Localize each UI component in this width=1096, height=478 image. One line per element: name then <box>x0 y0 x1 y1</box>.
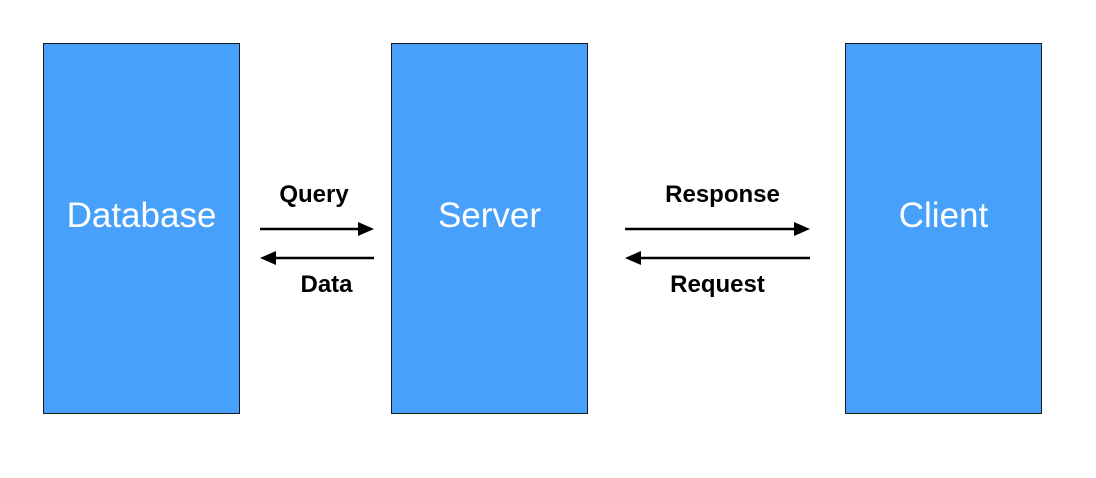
data-edge-label: Data <box>300 271 353 298</box>
server-node: Server <box>391 43 588 414</box>
request-arrow <box>625 251 810 265</box>
query-edge-label: Query <box>279 181 349 208</box>
response-arrow <box>625 222 810 236</box>
database-label: Database <box>66 195 217 235</box>
data-arrow <box>260 251 374 265</box>
database-node: Database <box>43 43 240 414</box>
query-arrow <box>260 222 374 236</box>
client-label: Client <box>898 195 989 235</box>
response-edge-label: Response <box>665 181 780 208</box>
request-edge-label: Request <box>670 271 765 298</box>
client-node: Client <box>845 43 1042 414</box>
server-label: Server <box>437 195 542 235</box>
